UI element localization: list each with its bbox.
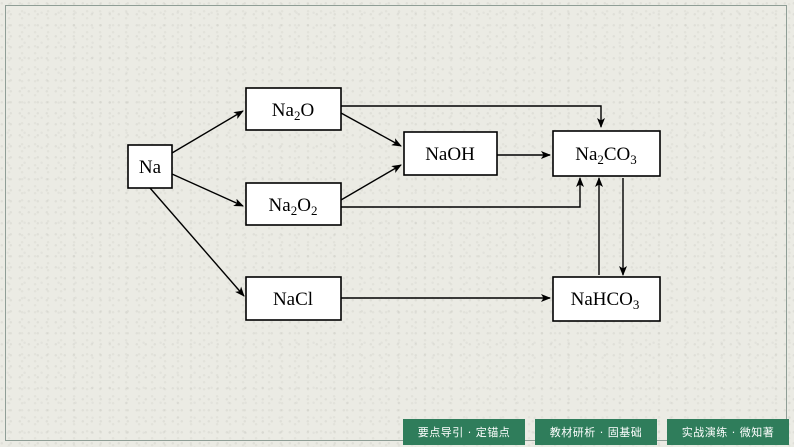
svg-text:Na2O: Na2O — [272, 100, 314, 123]
nav-button-key-points[interactable]: 要点导引 · 定锚点 — [403, 419, 525, 445]
arrow-na2o2-naoh — [340, 164, 402, 201]
arrow-na-nacl — [149, 187, 245, 297]
node-nahco3: NaHCO3 — [552, 276, 661, 322]
svg-text:NaHCO3: NaHCO3 — [571, 289, 640, 312]
svg-text:NaCl: NaCl — [273, 289, 313, 310]
nav-button-textbook-study[interactable]: 教材研析 · 固基础 — [535, 419, 657, 445]
arrow-na2o2-na2co3 — [341, 177, 584, 208]
arrow-na2o-na2co3 — [341, 105, 605, 128]
arrow-na-na2o — [171, 110, 244, 154]
node-naoh: NaOH — [403, 131, 498, 176]
arrow-na2o-naoh — [340, 112, 402, 147]
node-na: Na — [127, 144, 173, 189]
svg-text:Na2O2: Na2O2 — [269, 195, 318, 218]
node-na2o: Na2O — [245, 87, 342, 131]
svg-text:Na2CO3: Na2CO3 — [575, 144, 637, 167]
node-na2o2: Na2O2 — [245, 182, 342, 226]
svg-text:NaOH: NaOH — [425, 144, 475, 165]
node-nacl: NaCl — [245, 276, 342, 321]
slide-frame — [5, 5, 787, 441]
svg-text:Na: Na — [139, 157, 162, 178]
node-na2co3: Na2CO3 — [552, 130, 661, 177]
nav-button-practice[interactable]: 实战演练 · 微知著 — [667, 419, 789, 445]
arrow-na-na2o2 — [171, 173, 244, 207]
